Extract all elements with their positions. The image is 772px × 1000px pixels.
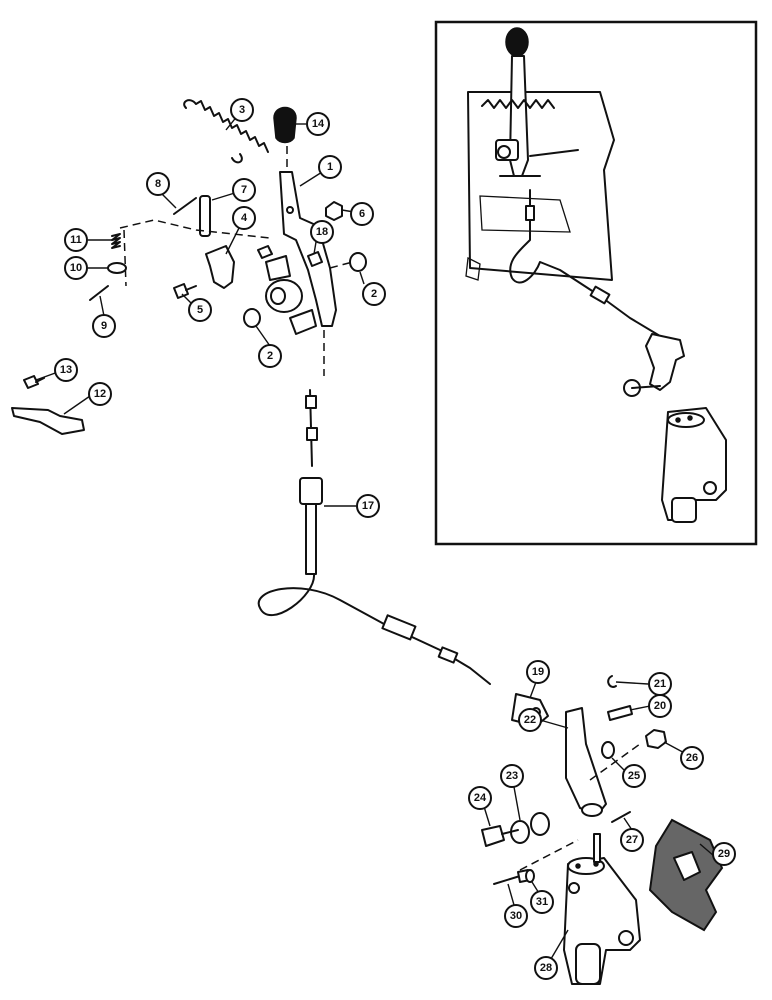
pin-20 bbox=[607, 705, 633, 721]
callout-25-label: 25 bbox=[628, 770, 640, 782]
plate-assembly bbox=[11, 375, 85, 435]
callout-14: 14 bbox=[306, 112, 330, 136]
callout-26: 26 bbox=[680, 746, 704, 770]
callout-27: 27 bbox=[620, 828, 644, 852]
callout-18-label: 18 bbox=[316, 226, 328, 238]
screw-13 bbox=[23, 375, 39, 389]
callout-4-label: 4 bbox=[241, 212, 248, 224]
bushing-23b bbox=[530, 812, 550, 836]
callout-26-label: 26 bbox=[686, 752, 698, 764]
lever-assembly bbox=[89, 99, 367, 376]
callout-23-label: 23 bbox=[506, 770, 518, 782]
callout-17: 17 bbox=[356, 494, 380, 518]
roll-pin-27 bbox=[611, 811, 631, 823]
washer bbox=[107, 262, 127, 274]
assembly-inset bbox=[434, 20, 758, 546]
bolt-24 bbox=[481, 825, 505, 847]
callout-24: 24 bbox=[468, 786, 492, 810]
callout-13-label: 13 bbox=[60, 364, 72, 376]
callout-9: 9 bbox=[92, 314, 116, 338]
callout-19: 19 bbox=[526, 660, 550, 684]
detent-spring bbox=[111, 233, 121, 249]
callout-12-label: 12 bbox=[94, 388, 106, 400]
callout-3: 3 bbox=[230, 98, 254, 122]
callout-31-label: 31 bbox=[536, 896, 548, 908]
callout-20: 20 bbox=[648, 694, 672, 718]
inset-knob bbox=[505, 27, 529, 57]
callout-29-label: 29 bbox=[718, 848, 730, 860]
bushing-2-left bbox=[243, 308, 261, 328]
bolt-5 bbox=[173, 283, 189, 299]
callout-8: 8 bbox=[146, 172, 170, 196]
callout-7-label: 7 bbox=[241, 184, 247, 196]
cotter-pin-21 bbox=[607, 675, 617, 688]
callout-11-label: 11 bbox=[70, 234, 82, 246]
callout-7: 7 bbox=[232, 178, 256, 202]
callout-30-label: 30 bbox=[510, 910, 522, 922]
washer-25 bbox=[601, 741, 615, 759]
callout-9-label: 9 bbox=[101, 320, 107, 332]
callout-22-label: 22 bbox=[524, 714, 536, 726]
valve-lever bbox=[565, 707, 607, 815]
control-cable bbox=[257, 389, 549, 727]
inset-frame bbox=[434, 20, 758, 546]
inset-bell-crank bbox=[645, 333, 685, 391]
callout-2a-label: 2 bbox=[371, 288, 377, 300]
leader-lines bbox=[35, 109, 715, 965]
callout-6: 6 bbox=[350, 202, 374, 226]
plate bbox=[11, 407, 85, 435]
cotter-pin-8 bbox=[173, 197, 197, 215]
callout-29: 29 bbox=[712, 842, 736, 866]
inset-mounting-plate bbox=[467, 91, 615, 281]
callout-2a: 2 bbox=[362, 282, 386, 306]
callout-19-label: 19 bbox=[532, 666, 544, 678]
callout-4: 4 bbox=[232, 206, 256, 230]
bracket bbox=[205, 245, 235, 289]
callout-28: 28 bbox=[534, 956, 558, 980]
callout-1-label: 1 bbox=[327, 161, 333, 173]
callout-11: 11 bbox=[64, 228, 88, 252]
cable-loop bbox=[257, 573, 385, 625]
callout-20-label: 20 bbox=[654, 700, 666, 712]
callout-28-label: 28 bbox=[540, 962, 552, 974]
callout-1: 1 bbox=[318, 155, 342, 179]
return-spring bbox=[183, 99, 269, 164]
callout-6-label: 6 bbox=[359, 208, 365, 220]
callout-10: 10 bbox=[64, 256, 88, 280]
inset-spring bbox=[481, 99, 555, 109]
callout-21-label: 21 bbox=[654, 678, 666, 690]
callout-8-label: 8 bbox=[155, 178, 161, 190]
callout-21: 21 bbox=[648, 672, 672, 696]
callout-2b: 2 bbox=[258, 344, 282, 368]
callout-25: 25 bbox=[622, 764, 646, 788]
callout-22: 22 bbox=[518, 708, 542, 732]
bolt-30 bbox=[493, 875, 521, 885]
callout-2b-label: 2 bbox=[267, 350, 273, 362]
callout-14-label: 14 bbox=[312, 118, 325, 130]
roll-pin bbox=[89, 285, 109, 301]
callout-23: 23 bbox=[500, 764, 524, 788]
callout-5: 5 bbox=[188, 298, 212, 322]
callout-27-label: 27 bbox=[626, 834, 638, 846]
pivot-pin bbox=[199, 195, 211, 237]
callout-17-label: 17 bbox=[362, 500, 374, 512]
bushing-18 bbox=[307, 251, 323, 267]
callout-5-label: 5 bbox=[197, 304, 203, 316]
callout-30: 30 bbox=[504, 904, 528, 928]
callout-10-label: 10 bbox=[70, 262, 82, 274]
washer-31 bbox=[525, 869, 535, 883]
callout-18: 18 bbox=[310, 220, 334, 244]
callout-31: 31 bbox=[530, 890, 554, 914]
nut-26 bbox=[645, 729, 667, 749]
bushing-2-right bbox=[349, 252, 367, 272]
callout-24-label: 24 bbox=[474, 792, 487, 804]
inset-cable bbox=[509, 189, 661, 337]
callout-12: 12 bbox=[88, 382, 112, 406]
lever-knob bbox=[273, 106, 297, 144]
nut-6 bbox=[325, 201, 343, 221]
shift-lever bbox=[279, 171, 337, 327]
callout-13: 13 bbox=[54, 358, 78, 382]
callout-3-label: 3 bbox=[239, 104, 245, 116]
